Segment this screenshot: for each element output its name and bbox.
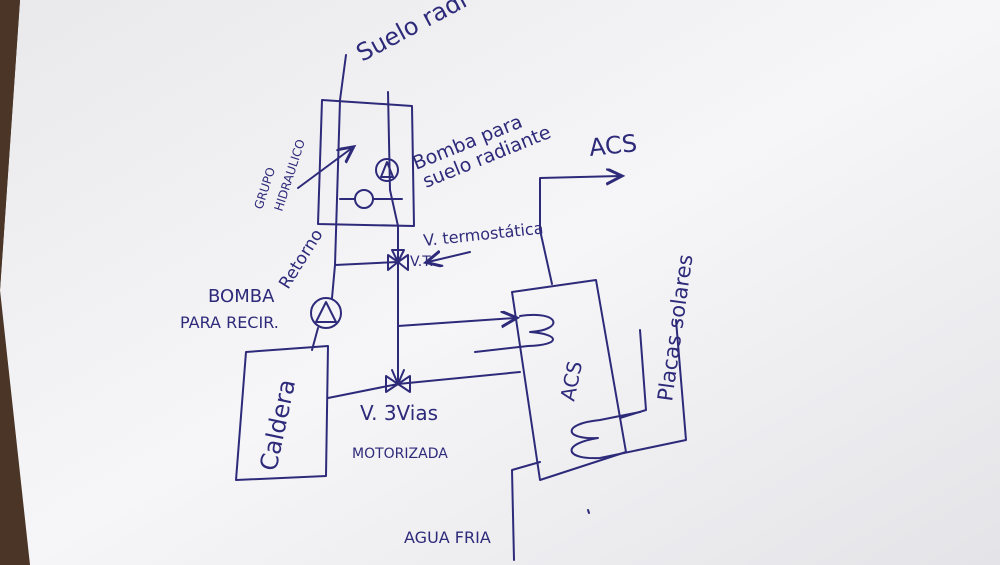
label-v3vias-line2: MOTORIZADA [352, 446, 448, 462]
grupo-hidraulico-box [317, 99, 415, 227]
recir-pipe [331, 264, 336, 299]
label-bomba-recir-line1: BOMBA [208, 286, 275, 307]
label-acs-out: ACS [588, 129, 639, 162]
bomba-suelo-pump [375, 158, 399, 182]
bomba-recir-pump [310, 297, 342, 329]
table-edge [0, 0, 48, 290]
grupo-pointer-arrow [297, 148, 352, 189]
label-bomba-recir-line2: PARA RECIR. [180, 313, 279, 332]
ida-pipe [387, 91, 399, 383]
label-agua-fria: AGUA FRIA [404, 528, 491, 547]
caldera-box [235, 345, 329, 481]
v3vias-actuator [391, 369, 405, 385]
vt-valve [387, 249, 409, 271]
bomba-suelo-triangle [380, 161, 394, 178]
v3vias-valve [385, 375, 411, 393]
label-v3vias-line1: V. 3Vias [360, 401, 438, 425]
stray-tick [587, 509, 590, 514]
vt-pointer-arrow [428, 252, 471, 262]
acs-hot-pipe [539, 176, 620, 285]
bomba-recir-triangle [315, 301, 337, 323]
coil-feed-pipe [397, 318, 515, 326]
suelo-radiante-pipe [334, 54, 347, 266]
acs-coil-upper [474, 313, 555, 353]
solar-return [619, 329, 647, 419]
label-vt: V.T. [410, 254, 434, 270]
agua-fria-pipe [511, 461, 541, 561]
solar-coil [570, 319, 687, 460]
